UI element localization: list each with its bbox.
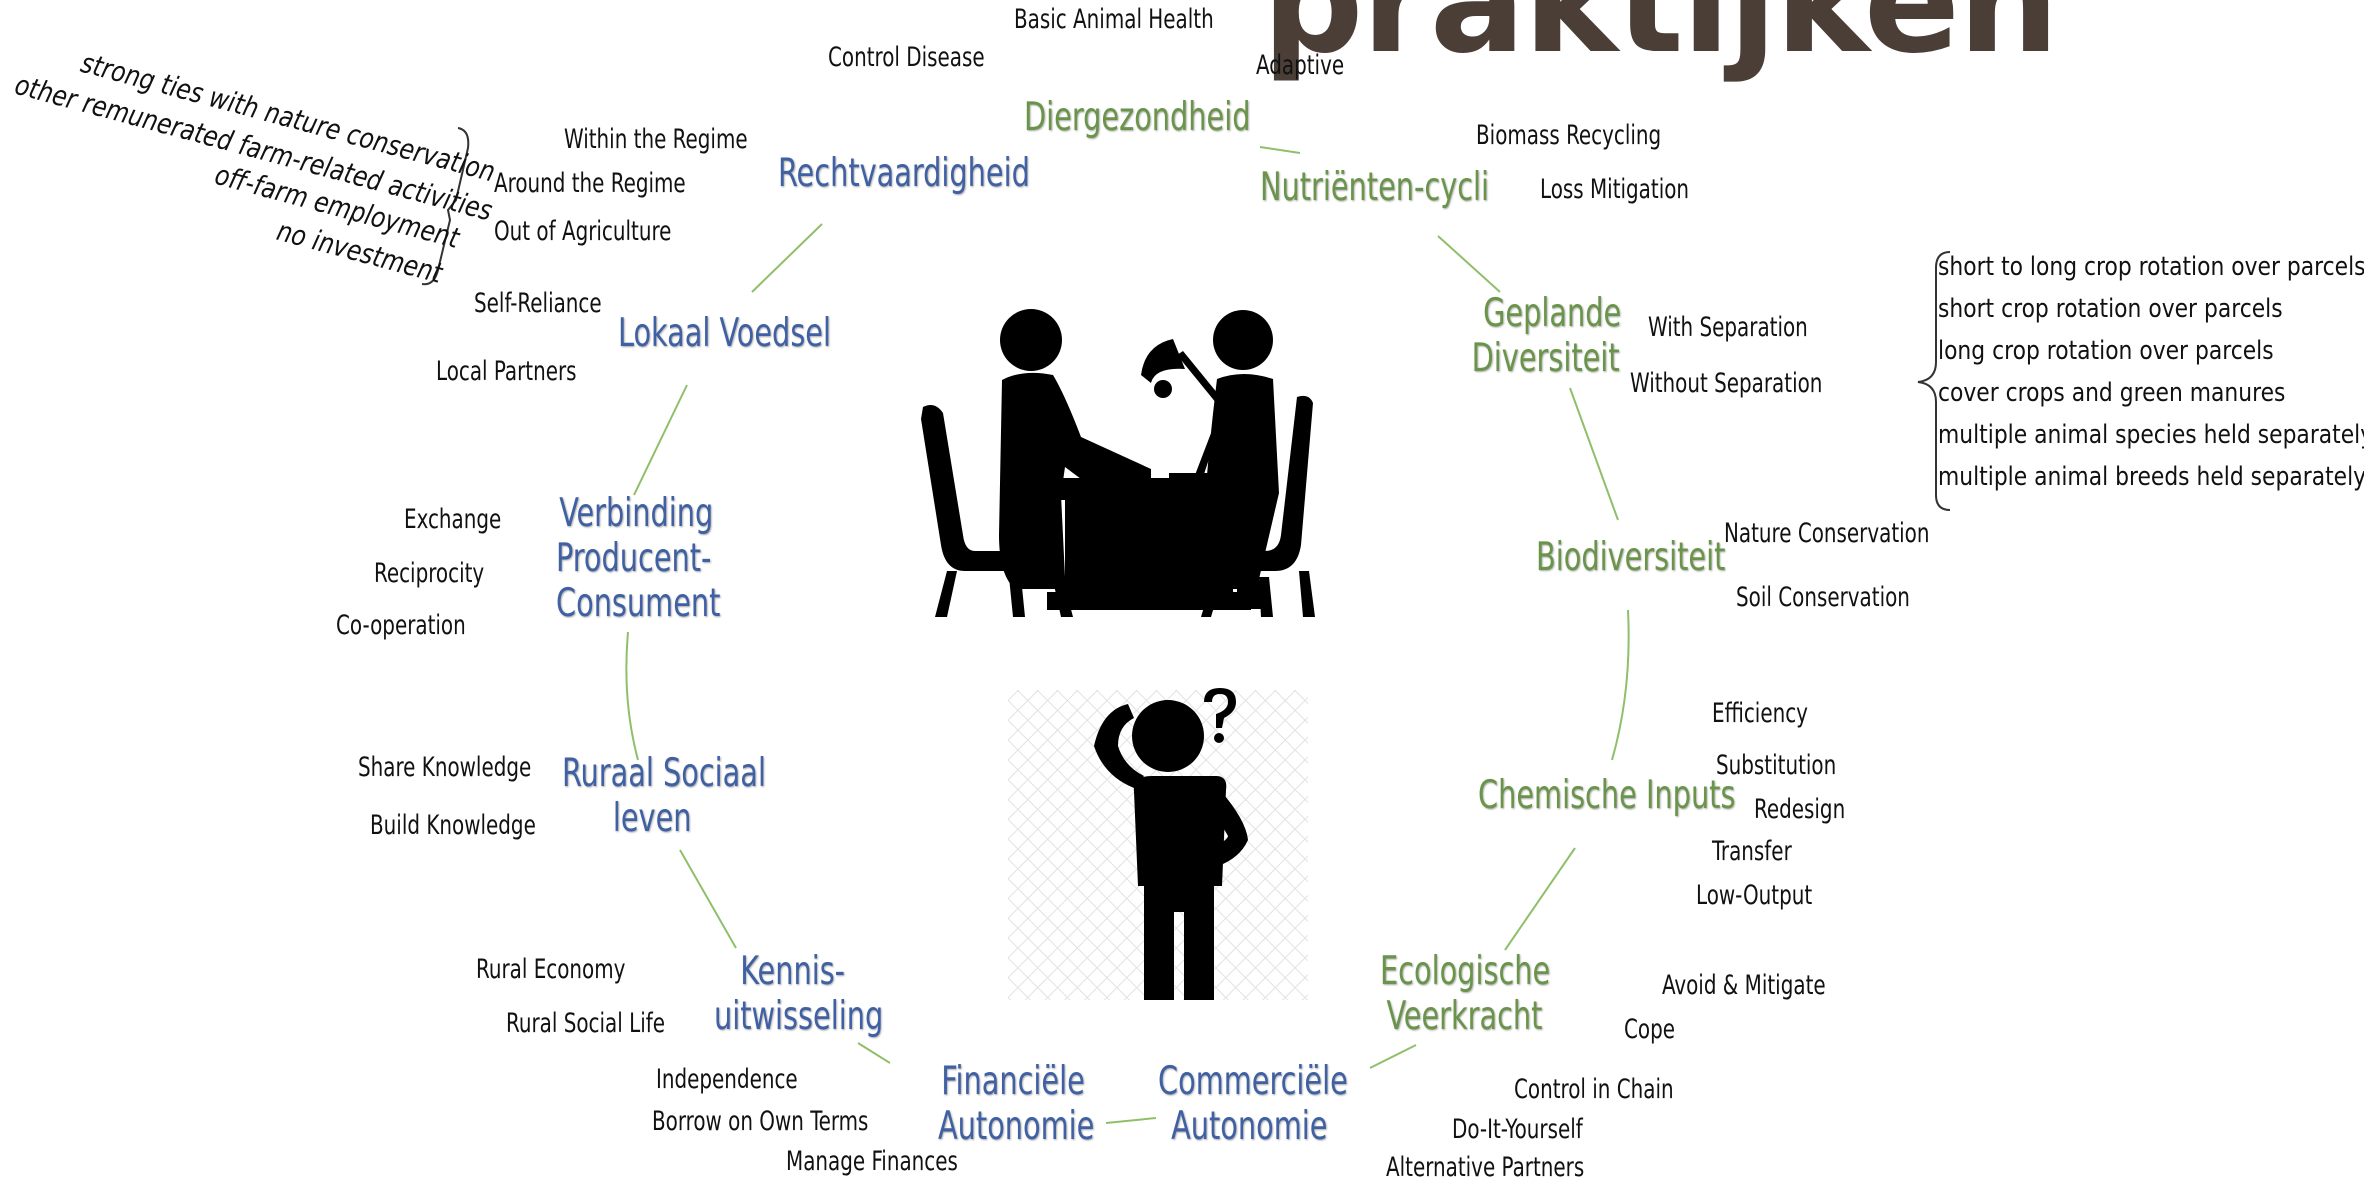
connector-line: [751, 223, 823, 293]
practice-label: Co-operation: [336, 610, 466, 641]
practice-label: Low-Output: [1696, 880, 1813, 911]
practice-label: Around the Regime: [494, 168, 686, 199]
practice-label: Rural Economy: [476, 954, 626, 985]
consultation-icon: [921, 309, 1315, 617]
category-financiele-autonomie: Financiële Autonomie: [938, 1059, 1095, 1150]
page-title: praktijken: [1262, 0, 2059, 85]
practice-label: Biomass Recycling: [1476, 120, 1662, 151]
note-text: short to long crop rotation over parcels: [1938, 252, 2364, 282]
category-ecologische-veerkracht: Ecologische Veerkracht: [1380, 949, 1551, 1040]
practice-label: With Separation: [1648, 312, 1808, 343]
category-geplande-diversiteit: Geplande Diversiteit: [1470, 291, 1622, 382]
practice-label: Share Knowledge: [358, 752, 532, 783]
practice-label: Self-Reliance: [474, 288, 602, 319]
practice-label: Soil Conservation: [1736, 582, 1910, 613]
practice-label: Cope: [1624, 1014, 1676, 1045]
practice-label: Manage Finances: [786, 1146, 958, 1177]
practice-label: Redesign: [1754, 794, 1846, 825]
practice-label: Borrow on Own Terms: [652, 1106, 869, 1137]
connector-line: [1259, 146, 1301, 154]
category-line: Producent-: [556, 535, 712, 581]
left-brace: [421, 127, 470, 286]
category-line: Financiële: [941, 1059, 1085, 1104]
practice-label: Control Disease: [828, 42, 985, 73]
connector-line: [1437, 235, 1501, 293]
practice-label: Do-It-Yourself: [1452, 1114, 1583, 1145]
category-line: leven: [612, 795, 692, 841]
practice-label: Basic Animal Health: [1014, 4, 1214, 35]
practice-label: Nature Conservation: [1724, 518, 1930, 549]
connector-line: [1105, 1117, 1157, 1124]
category-line: Consument: [556, 580, 721, 626]
note-text: multiple animal species held separately: [1938, 420, 2364, 450]
category-line: Diversiteit: [1471, 335, 1620, 381]
category-line: Verbinding: [559, 491, 714, 536]
category-chemische-inputs: Chemische Inputs: [1478, 773, 1736, 818]
practice-label: Build Knowledge: [370, 810, 536, 841]
note-text: long crop rotation over parcels: [1938, 336, 2274, 366]
category-commerciele-autonomie: Commerciële Autonomie: [1158, 1059, 1348, 1150]
category-line: uitwisseling: [714, 993, 884, 1039]
practice-label: Loss Mitigation: [1540, 174, 1690, 205]
category-lokaal-voedsel: Lokaal Voedsel: [618, 311, 832, 356]
connector-line: [1569, 387, 1619, 521]
practice-label: Adaptive: [1256, 50, 1345, 81]
category-diergezondheid: Diergezondheid: [1024, 95, 1251, 140]
practice-label: Exchange: [404, 504, 502, 535]
category-line: Autonomie: [1171, 1103, 1328, 1149]
category-line: Kennis-: [740, 949, 846, 994]
practice-label: Rural Social Life: [506, 1008, 666, 1039]
category-ruraal-sociaal-leven: Ruraal Sociaal leven: [562, 751, 766, 842]
connector-line: [679, 849, 737, 949]
practice-label: Efficiency: [1712, 698, 1808, 729]
practice-label: Within the Regime: [564, 124, 748, 155]
connector-line: [625, 631, 639, 761]
right-brace: [1917, 251, 1951, 511]
connector-line: [1369, 1044, 1417, 1069]
note-text: cover crops and green manures: [1938, 378, 2286, 408]
connector-line: [633, 384, 688, 496]
practice-label: Alternative Partners: [1386, 1152, 1585, 1183]
category-line: Geplande: [1483, 291, 1622, 336]
confused-person-icon: [1008, 688, 1308, 1000]
category-rechtvaardigheid: Rechtvaardigheid: [778, 151, 1030, 196]
practice-label: Out of Agriculture: [494, 216, 672, 247]
practice-label: Reciprocity: [374, 558, 485, 589]
practice-label: Independence: [656, 1064, 798, 1095]
connector-line: [1611, 609, 1630, 761]
category-line: Commerciële: [1158, 1059, 1348, 1104]
connector-line: [857, 1042, 891, 1064]
category-line: Ruraal Sociaal: [562, 751, 766, 796]
category-line: Autonomie: [938, 1103, 1095, 1149]
category-biodiversiteit: Biodiversiteit: [1536, 535, 1726, 580]
category-verbinding-producent-consument: Verbinding Producent- Consument: [556, 491, 721, 627]
category-line: Ecologische: [1380, 949, 1551, 994]
note-text: multiple animal breeds held separately: [1938, 462, 2364, 492]
practice-label: Local Partners: [436, 356, 577, 387]
note-text: short crop rotation over parcels: [1938, 294, 2283, 324]
practice-label: Control in Chain: [1514, 1074, 1674, 1105]
practice-label: Transfer: [1712, 836, 1792, 867]
practice-label: Avoid & Mitigate: [1662, 970, 1826, 1001]
category-kennis-uitwisseling: Kennis- uitwisseling: [714, 949, 884, 1040]
category-nutrienten-cycli: Nutriënten-cycli: [1260, 165, 1490, 210]
category-line: Veerkracht: [1386, 993, 1543, 1039]
practice-label: Substitution: [1716, 750, 1837, 781]
connector-line: [1504, 847, 1576, 951]
practice-label: Without Separation: [1630, 368, 1823, 399]
